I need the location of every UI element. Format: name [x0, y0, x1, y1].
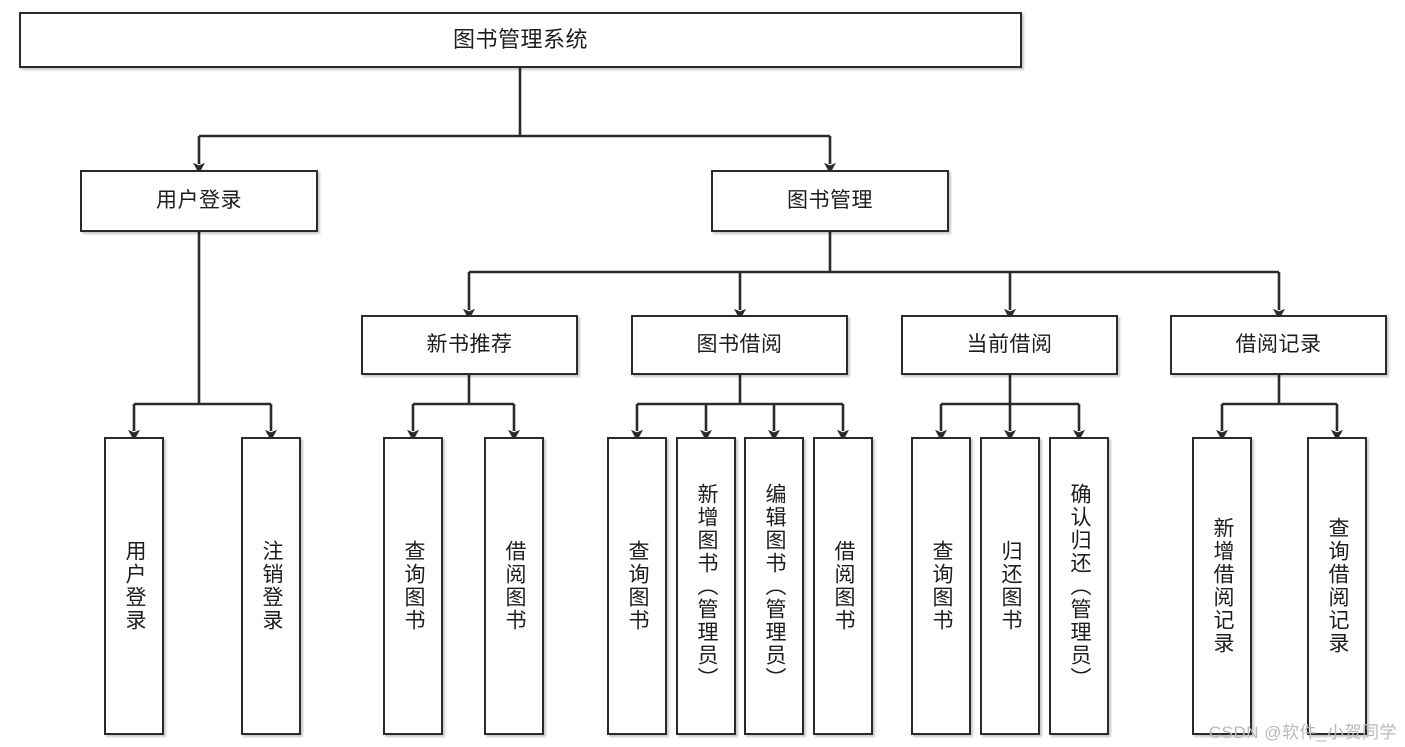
node-leaf-add-book[interactable]: 新增图书（管理员）	[676, 437, 736, 735]
node-label: 图书管理系统	[452, 27, 588, 53]
csdn-watermark: CSDN @软件_小贺同学	[1208, 723, 1397, 742]
node-book-management[interactable]: 图书管理	[711, 170, 949, 232]
node-leaf-borrow-book-1[interactable]: 借阅图书	[484, 437, 544, 735]
node-label: 图书管理	[787, 188, 873, 212]
node-label: 借阅图书	[503, 540, 527, 632]
node-label: 图书借阅	[696, 332, 783, 356]
node-leaf-query-book-1[interactable]: 查询图书	[383, 437, 443, 735]
node-leaf-borrow-book-2[interactable]: 借阅图书	[813, 437, 873, 735]
node-new-book-recommend[interactable]: 新书推荐	[361, 315, 578, 375]
node-label: 用户登录	[123, 540, 147, 632]
node-user-login[interactable]: 用户登录	[80, 170, 318, 232]
node-label: 编辑图书（管理员）	[763, 482, 787, 690]
node-label: 确认归还（管理员）	[1068, 482, 1092, 690]
node-label: 用户登录	[156, 188, 242, 212]
node-current-borrow[interactable]: 当前借阅	[901, 315, 1118, 375]
node-leaf-query-record[interactable]: 查询借阅记录	[1307, 437, 1367, 735]
node-root-system[interactable]: 图书管理系统	[19, 12, 1022, 68]
node-label: 查询图书	[402, 540, 426, 632]
node-leaf-confirm-return[interactable]: 确认归还（管理员）	[1049, 437, 1109, 735]
node-label: 新增借阅记录	[1211, 517, 1235, 655]
node-leaf-query-book-2[interactable]: 查询图书	[607, 437, 667, 735]
node-leaf-query-book-3[interactable]: 查询图书	[911, 437, 971, 735]
node-label: 归还图书	[999, 540, 1023, 632]
node-label: 借阅记录	[1235, 332, 1322, 356]
node-label: 新书推荐	[426, 332, 513, 356]
node-label: 当前借阅	[966, 332, 1053, 356]
node-leaf-logout-login[interactable]: 注销登录	[241, 437, 301, 735]
node-label: 新增图书（管理员）	[695, 482, 719, 690]
node-label: 查询图书	[626, 540, 650, 632]
node-leaf-add-record[interactable]: 新增借阅记录	[1192, 437, 1252, 735]
node-leaf-edit-book[interactable]: 编辑图书（管理员）	[744, 437, 804, 735]
node-book-borrow[interactable]: 图书借阅	[631, 315, 848, 375]
node-leaf-user-login[interactable]: 用户登录	[104, 437, 164, 735]
node-label: 查询借阅记录	[1326, 517, 1350, 655]
node-label: 查询图书	[930, 540, 954, 632]
node-label: 借阅图书	[832, 540, 856, 632]
node-borrow-record[interactable]: 借阅记录	[1170, 315, 1387, 375]
node-leaf-return-book[interactable]: 归还图书	[980, 437, 1040, 735]
node-label: 注销登录	[260, 540, 284, 632]
